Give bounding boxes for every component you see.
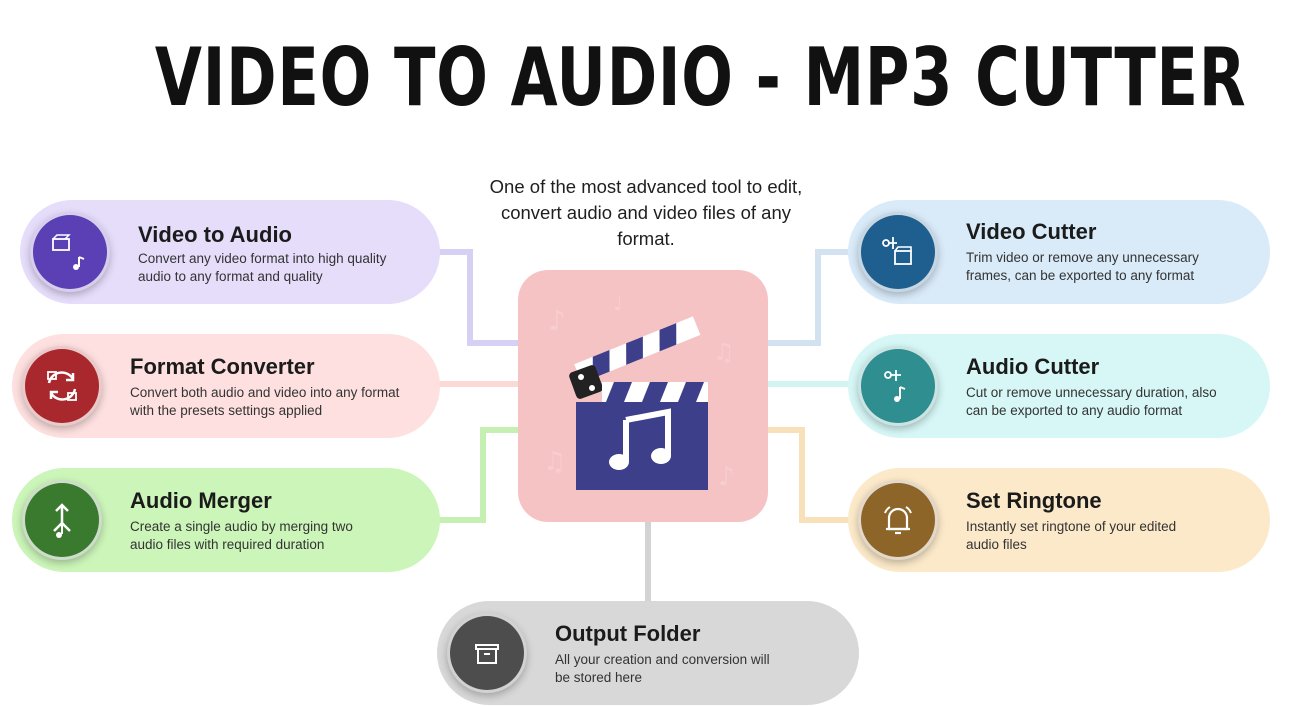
card-video-to-audio[interactable]: Video to Audio Convert any video format …	[20, 200, 440, 304]
clapper-note-icon	[30, 212, 110, 292]
center-app-icon: ♪ ♫ ♫ ♪ ♩	[518, 270, 768, 522]
card-description: Convert any video format into high quali…	[138, 251, 387, 284]
card-description: Convert both audio and video into any fo…	[130, 385, 400, 418]
card-description: Create a single audio by merging two aud…	[130, 519, 353, 552]
svg-text:♩: ♩	[613, 291, 622, 315]
clapperboard-music-icon: ♪ ♫ ♫ ♪ ♩	[543, 291, 735, 492]
card-format-converter[interactable]: Format Converter Convert both audio and …	[12, 334, 440, 438]
svg-text:♫: ♫	[543, 447, 566, 477]
svg-text:♪: ♪	[718, 462, 735, 492]
card-title: Output Folder	[555, 621, 701, 646]
card-description: Trim video or remove any unnecessary fra…	[966, 250, 1199, 283]
card-title: Audio Cutter	[966, 354, 1100, 379]
card-title: Format Converter	[130, 354, 315, 379]
archive-box-icon	[447, 613, 527, 693]
scissors-clapper-icon	[858, 212, 938, 292]
card-audio-cutter[interactable]: Audio Cutter Cut or remove unnecessary d…	[848, 334, 1270, 438]
card-title: Video to Audio	[138, 222, 292, 247]
tagline: One of the most advanced tool to edit, c…	[489, 176, 803, 249]
connector-video-cutter	[768, 249, 860, 346]
connector-set-ringtone	[768, 427, 860, 523]
card-audio-merger[interactable]: Audio Merger Create a single audio by me…	[12, 468, 440, 572]
card-title: Video Cutter	[966, 219, 1097, 244]
card-output-folder[interactable]: Output Folder All your creation and conv…	[437, 601, 859, 705]
card-set-ringtone[interactable]: Set Ringtone Instantly set ringtone of y…	[848, 468, 1270, 572]
svg-text:♫: ♫	[713, 338, 735, 366]
card-description: Cut or remove unnecessary duration, also…	[966, 385, 1217, 418]
svg-text:♪: ♪	[548, 304, 566, 337]
card-description: All your creation and conversion will be…	[555, 652, 770, 685]
card-description: Instantly set ringtone of your edited au…	[966, 519, 1177, 552]
page-title: VIDEO TO AUDIO - MP3 CUTTER	[154, 31, 1247, 124]
convert-arrows-icon	[22, 346, 102, 426]
bell-icon	[858, 480, 938, 560]
card-video-cutter[interactable]: Video Cutter Trim video or remove any un…	[848, 200, 1270, 304]
card-title: Audio Merger	[130, 488, 272, 513]
connector-audio-merger	[430, 427, 520, 523]
merge-icon	[22, 480, 102, 560]
card-title: Set Ringtone	[966, 488, 1102, 513]
connector-video-to-audio	[430, 249, 520, 346]
scissors-note-icon	[858, 346, 938, 426]
